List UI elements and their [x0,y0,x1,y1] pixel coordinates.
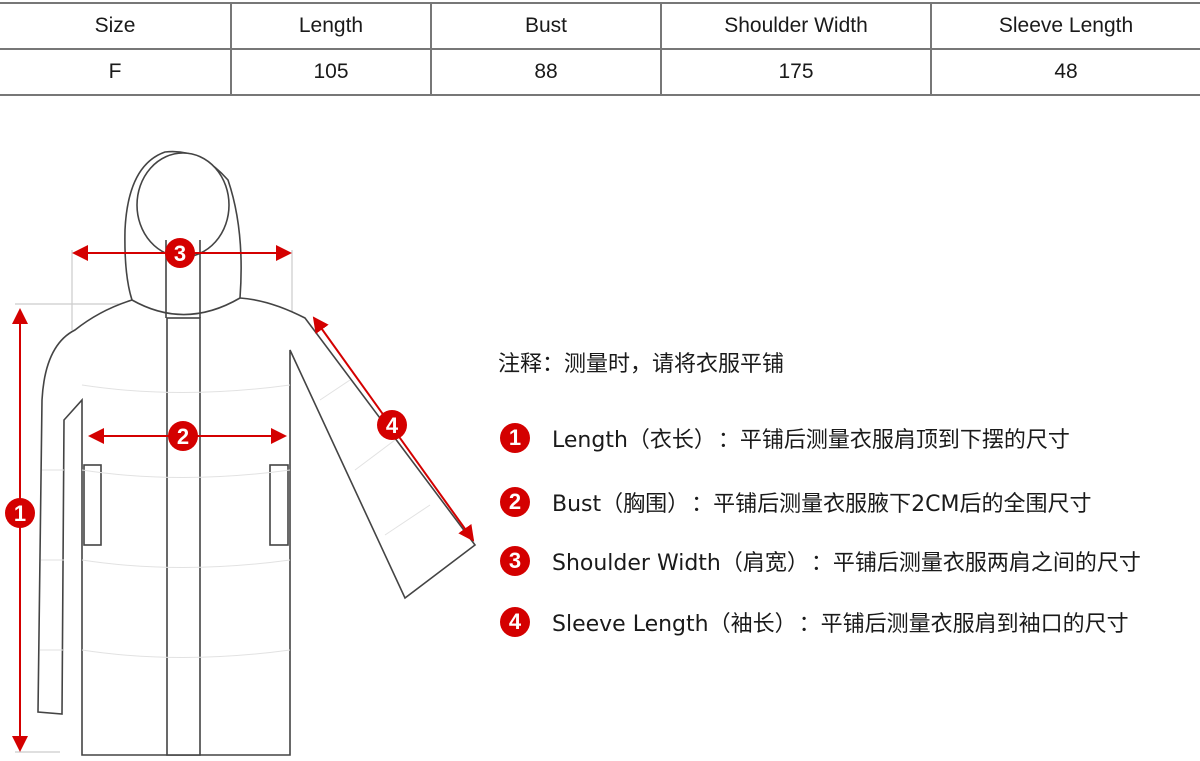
legend-label: Sleeve Length（袖长） [552,612,797,637]
legend-label: Bust（胸围） [552,492,690,517]
cell-length: 105 [230,48,432,96]
legend-item-shoulder-width: 3 Shoulder Width（肩宽） ：平铺后测量衣服两肩之间的尺寸 [500,545,1141,577]
marker-4: 4 [377,410,407,440]
cell-sleeve-length: 48 [930,48,1200,96]
cell-bust: 88 [430,48,662,96]
legend-desc: ：平铺后测量衣服肩到袖口的尺寸 [798,612,1129,637]
notes-title: 注释：测量时，请将衣服平铺 [498,352,785,377]
table-header-row: Size Length Bust Shoulder Width Sleeve L… [0,2,1200,50]
coat-diagram: 1 2 3 4 [5,150,477,756]
svg-text:4: 4 [386,413,399,438]
svg-text:2: 2 [177,424,189,449]
table-row: F 105 88 175 48 [0,48,1200,96]
number-badge-icon: 3 [500,546,530,576]
header-sleeve-length: Sleeve Length [930,2,1200,50]
marker-2: 2 [168,421,198,451]
size-table: Size Length Bust Shoulder Width Sleeve L… [0,2,1200,96]
number-badge-icon: 2 [500,487,530,517]
cell-shoulder-width: 175 [660,48,932,96]
legend-desc: ：平铺后测量衣服腋下2CM后的全围尺寸 [691,492,1092,517]
header-shoulder-width: Shoulder Width [660,2,932,50]
svg-text:3: 3 [174,241,186,266]
header-size: Size [0,2,232,50]
legend-label: Shoulder Width（肩宽） [552,551,809,576]
marker-3: 3 [165,238,195,268]
coat-outline [37,150,477,756]
svg-text:1: 1 [14,501,26,526]
legend-desc: ：平铺后测量衣服两肩之间的尺寸 [810,551,1141,576]
number-badge-icon: 4 [500,607,530,637]
header-bust: Bust [430,2,662,50]
cell-size: F [0,48,232,96]
legend-item-bust: 2 Bust（胸围） ：平铺后测量衣服腋下2CM后的全围尺寸 [500,486,1091,518]
legend-item-sleeve-length: 4 Sleeve Length（袖长） ：平铺后测量衣服肩到袖口的尺寸 [500,606,1129,638]
legend-label: Length（衣长） [552,428,716,453]
marker-1: 1 [5,498,35,528]
number-badge-icon: 1 [500,423,530,453]
legend-item-length: 1 Length（衣长） ：平铺后测量衣服肩顶到下摆的尺寸 [500,422,1070,454]
header-length: Length [230,2,432,50]
legend-desc: ：平铺后测量衣服肩顶到下摆的尺寸 [717,428,1070,453]
